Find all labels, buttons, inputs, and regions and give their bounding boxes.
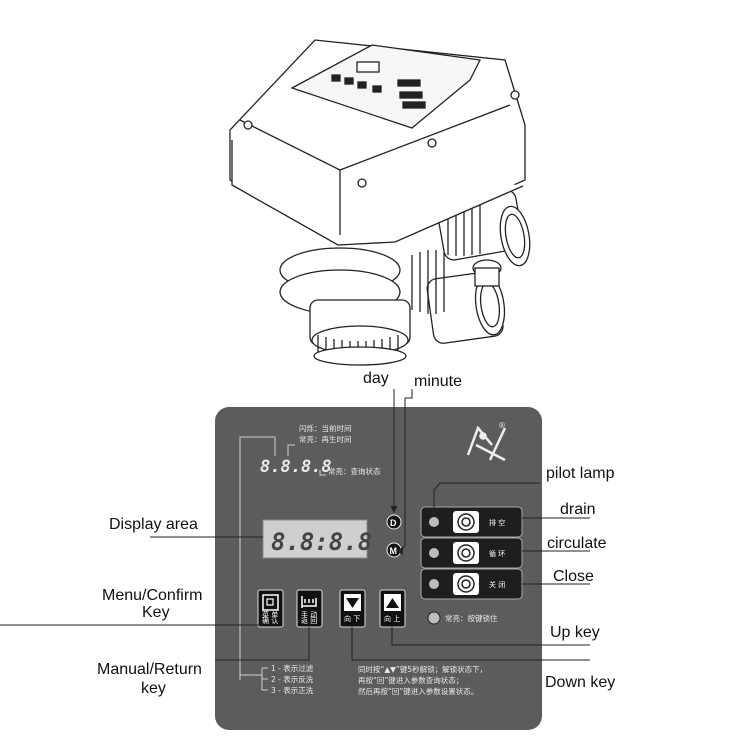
leader-lines bbox=[0, 389, 590, 661]
valve-label-circulate: 循 环 bbox=[489, 549, 505, 558]
valve-illustration bbox=[229, 39, 531, 366]
pilot-lamp-circulate bbox=[429, 548, 439, 558]
mode-item: 3 - 表示正洗 bbox=[271, 685, 314, 695]
callout-circulate: circulate bbox=[547, 535, 607, 552]
callout-minute: minute bbox=[414, 373, 462, 390]
legend-flash: 闪烁：当前时间 bbox=[299, 423, 352, 433]
instruction-line: 同时按“▲▼”键5秒解锁；解锁状态下， bbox=[358, 664, 487, 674]
valve-row-drain: 排 空 bbox=[420, 506, 523, 538]
day-indicator: D bbox=[386, 514, 402, 530]
legend-brackets bbox=[239, 436, 326, 691]
callout-close: Close bbox=[553, 568, 594, 585]
legend-query: 常亮：查询状态 bbox=[328, 466, 381, 476]
up-key[interactable]: 向 上 bbox=[379, 589, 406, 628]
leader-arrows bbox=[390, 506, 438, 555]
valve-label-close: 关 闭 bbox=[489, 580, 505, 589]
svg-text:向 下: 向 下 bbox=[344, 614, 360, 623]
callout-display-area: Display area bbox=[109, 516, 198, 533]
callout-manual-return-2: key bbox=[141, 680, 166, 697]
svg-text:返 回: 返 回 bbox=[301, 617, 317, 625]
lock-indicator-lamp bbox=[427, 611, 441, 625]
svg-text:菜 单: 菜 单 bbox=[262, 610, 278, 619]
pilot-lamp-close bbox=[429, 579, 439, 589]
valve-row-circulate: 循 环 bbox=[420, 537, 523, 569]
callout-day: day bbox=[363, 370, 389, 387]
svg-text:向 上: 向 上 bbox=[384, 614, 400, 623]
mode-item: 2 - 表示反洗 bbox=[271, 674, 314, 684]
valve-label-drain: 排 空 bbox=[489, 518, 505, 527]
callout-menu-confirm: Menu/Confirm bbox=[102, 587, 202, 604]
manual-return-key[interactable]: 手 动 返 回 bbox=[296, 589, 323, 628]
control-panel bbox=[215, 407, 542, 730]
callout-down-key: Down key bbox=[545, 674, 615, 691]
menu-confirm-key[interactable]: 菜 单 确 认 bbox=[257, 589, 284, 628]
lock-note: 常亮：按键锁住 bbox=[445, 613, 498, 623]
callout-manual-return: Manual/Return bbox=[97, 661, 202, 678]
valve-row-close: 关 闭 bbox=[420, 568, 523, 600]
down-key[interactable]: 向 下 bbox=[339, 589, 366, 628]
callout-up-key: Up key bbox=[550, 624, 600, 641]
legend-steady: 常亮：再生时间 bbox=[299, 434, 352, 444]
main-display-digits: 8.8:8.8 bbox=[271, 528, 372, 556]
registered-mark: ® bbox=[499, 421, 505, 430]
instruction-line: 然后再按“回”键进入参数设置状态。 bbox=[358, 686, 478, 696]
svg-text:确 认: 确 认 bbox=[262, 616, 278, 625]
instruction-line: 再按“回”键进入参数查询状态； bbox=[358, 675, 463, 685]
callout-drain: drain bbox=[560, 501, 596, 518]
brand-logo bbox=[466, 425, 507, 462]
pilot-lamp-drain bbox=[429, 517, 439, 527]
callout-pilot-lamp: pilot lamp bbox=[546, 465, 615, 482]
small-digit-display: 8.8.8.8 bbox=[260, 457, 332, 477]
callout-menu-confirm-2: Key bbox=[142, 604, 170, 621]
svg-text:手 动: 手 动 bbox=[301, 610, 317, 619]
main-display bbox=[262, 519, 368, 559]
svg-text:M: M bbox=[390, 546, 398, 556]
mode-item: 1 - 表示过滤 bbox=[271, 663, 314, 673]
svg-text:D: D bbox=[390, 518, 397, 528]
